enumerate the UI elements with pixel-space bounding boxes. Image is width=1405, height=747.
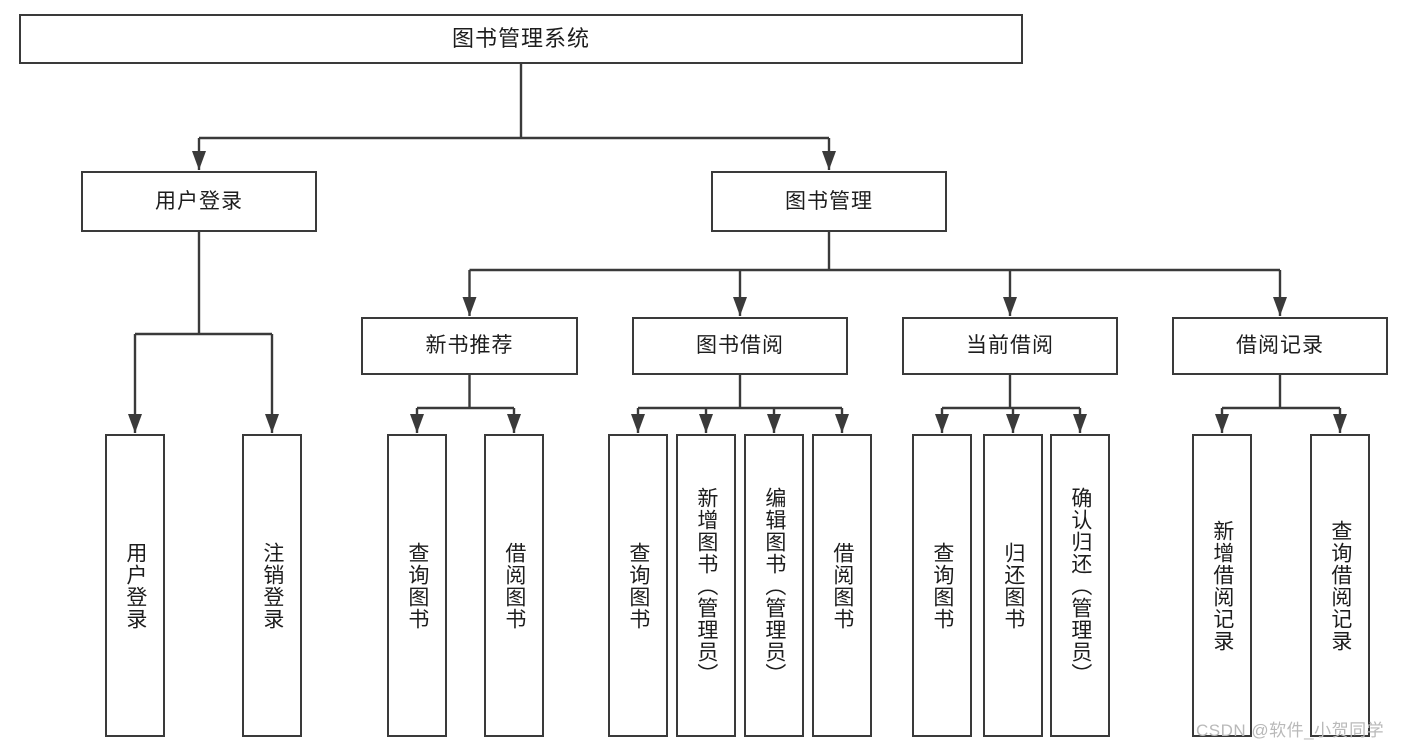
node-f6[interactable]: 新增图书（管理员）	[676, 434, 736, 737]
node-label: 图书管理系统	[451, 25, 590, 51]
node-label: 借阅记录	[1236, 334, 1324, 358]
node-label: 用户登录	[155, 189, 243, 213]
arrow-head-icon	[507, 414, 521, 433]
node-f8[interactable]: 借阅图书	[812, 434, 872, 737]
node-f9[interactable]: 查询图书	[912, 434, 972, 737]
node-l1b[interactable]: 图书管理	[711, 171, 947, 232]
node-f4[interactable]: 借阅图书	[484, 434, 544, 737]
arrow-head-icon	[462, 297, 477, 316]
arrow-head-icon	[192, 151, 206, 170]
arrow-head-icon	[1215, 414, 1229, 433]
node-l2d[interactable]: 借阅记录	[1172, 317, 1388, 375]
arrow-head-icon	[733, 297, 747, 316]
node-label: 当前借阅	[966, 334, 1054, 358]
node-l1a[interactable]: 用户登录	[81, 171, 317, 232]
arrow-head-icon	[1006, 414, 1020, 433]
arrow-head-icon	[835, 414, 849, 433]
node-label: 查询图书	[626, 541, 650, 630]
node-label: 借阅图书	[830, 541, 854, 630]
arrow-head-icon	[410, 414, 424, 433]
node-label: 用户登录	[123, 541, 147, 630]
arrow-head-icon	[265, 414, 279, 433]
arrow-head-icon	[767, 414, 781, 433]
node-label: 查询图书	[405, 541, 429, 630]
node-label: 新书推荐	[425, 334, 514, 358]
node-f1[interactable]: 用户登录	[105, 434, 165, 737]
node-label: 借阅图书	[502, 541, 526, 630]
node-label: 查询借阅记录	[1328, 519, 1352, 652]
node-label: 查询图书	[930, 541, 954, 630]
arrow-head-icon	[935, 414, 949, 433]
node-f11[interactable]: 确认归还（管理员）	[1050, 434, 1110, 737]
arrow-head-icon	[631, 414, 645, 433]
arrow-head-icon	[822, 151, 836, 170]
node-f5[interactable]: 查询图书	[608, 434, 668, 737]
node-l2b[interactable]: 图书借阅	[632, 317, 848, 375]
node-f10[interactable]: 归还图书	[983, 434, 1043, 737]
node-label: 图书借阅	[696, 334, 784, 358]
arrow-head-icon	[1003, 297, 1017, 316]
node-l2a[interactable]: 新书推荐	[361, 317, 578, 375]
node-label: 归还图书	[1001, 541, 1025, 630]
node-l2c[interactable]: 当前借阅	[902, 317, 1118, 375]
node-label: 图书管理	[785, 189, 873, 213]
node-label: 新增借阅记录	[1210, 519, 1234, 652]
arrow-head-icon	[1333, 414, 1347, 433]
node-label: 确认归还（管理员）	[1068, 486, 1092, 685]
arrow-head-icon	[699, 414, 713, 433]
node-f2[interactable]: 注销登录	[242, 434, 302, 737]
node-label: 编辑图书（管理员）	[762, 486, 786, 685]
arrow-head-icon	[1073, 414, 1087, 433]
node-f7[interactable]: 编辑图书（管理员）	[744, 434, 804, 737]
node-f13[interactable]: 查询借阅记录	[1310, 434, 1370, 737]
node-label: 新增图书（管理员）	[694, 486, 718, 685]
node-f3[interactable]: 查询图书	[387, 434, 447, 737]
arrow-head-icon	[1273, 297, 1287, 316]
node-root[interactable]: 图书管理系统	[19, 14, 1023, 64]
arrow-head-icon	[128, 414, 142, 433]
node-f12[interactable]: 新增借阅记录	[1192, 434, 1252, 737]
node-label: 注销登录	[260, 541, 284, 630]
